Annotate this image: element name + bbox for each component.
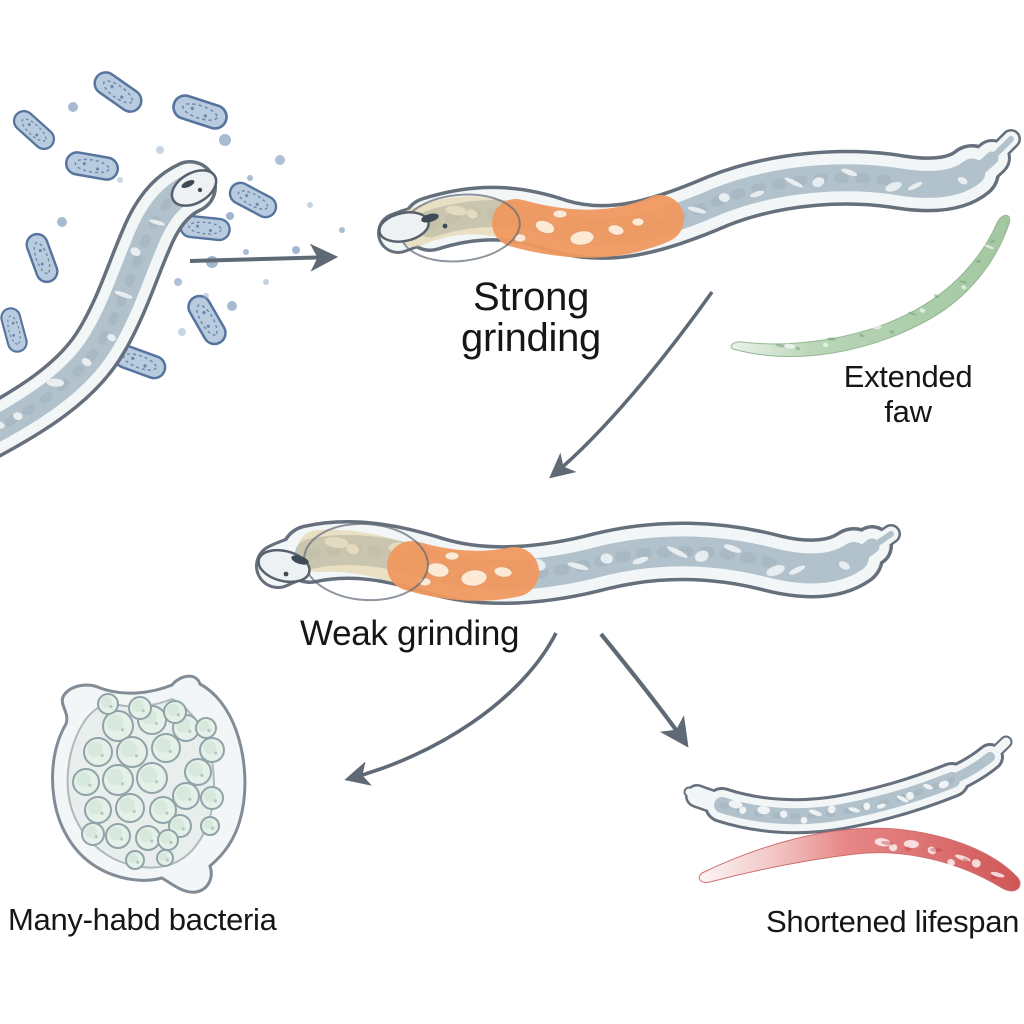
label-strong-grinding: Strong grinding (461, 275, 601, 361)
bacterium-cell-icon (156, 849, 174, 867)
bacteria-dot-icon (227, 301, 237, 311)
bacterium-cell-icon (163, 700, 187, 724)
bacteria-dot-icon (339, 227, 345, 233)
extended-lifespan-worm (730, 214, 1011, 357)
bacterium-cell-icon (115, 793, 145, 823)
bacterium-cell-icon (199, 737, 225, 763)
label-weak-grinding: Weak grinding (300, 614, 520, 653)
bacteria-filled-gut (51, 674, 247, 894)
bacteria-dot-icon (226, 212, 234, 220)
bacteria-dot-icon (219, 134, 231, 146)
label-extended-line2: faw (884, 393, 932, 429)
bacterium-cell-icon (136, 762, 168, 794)
bacterium-rod-icon (0, 307, 28, 353)
bacteria-dot-icon (307, 202, 313, 208)
bacterium-cell-icon (149, 796, 177, 824)
bacterium-cell-icon (72, 768, 100, 796)
bacterium-cell-icon (157, 829, 179, 851)
bacterium-cell-icon (83, 737, 113, 767)
bacteria-dot-icon (57, 217, 67, 227)
bacterium-rod-icon (113, 344, 167, 380)
worm-head (170, 169, 218, 207)
bacterium-cell-icon (135, 825, 161, 851)
shortened-lifespan-highlight (698, 827, 1021, 892)
bacterium-rod-icon (64, 151, 120, 181)
bacteria-dot-icon (68, 102, 78, 112)
bacteria-dot-icon (203, 293, 209, 299)
bacterium-rod-icon (93, 71, 143, 113)
label-many-bacteria: Many-habd bacteria (8, 902, 277, 937)
label-shortened-lifespan: Shortened lifespan (766, 904, 1020, 939)
bacterium-cell-icon (102, 764, 134, 796)
bacterium-cell-icon (105, 823, 131, 849)
bacterium-cell-icon (172, 782, 200, 810)
green-worm-silhouette (730, 214, 1011, 357)
weak-to-lifespan-arrow (599, 632, 689, 748)
bacterium-cell-icon (84, 796, 112, 824)
bacteria-dot-icon (174, 278, 182, 286)
bacterium-cell-icon (116, 736, 148, 768)
label-strong-line1: Strong (472, 275, 590, 319)
bacterium-rod-icon (172, 94, 228, 130)
bacteria-dot-icon (178, 328, 186, 336)
label-strong-line2: grinding (461, 316, 601, 361)
bacteria-dot-icon (275, 155, 285, 165)
bacterium-cell-icon (200, 786, 224, 810)
bacterium-cell-icon (81, 822, 105, 846)
red-worm-silhouette (698, 827, 1021, 892)
bacterium-cell-icon (151, 733, 181, 763)
label-extended-lifespan: Extended faw (843, 359, 973, 429)
weak-grinding-worm (255, 520, 901, 606)
bacterium-cell-icon (195, 717, 217, 739)
bacteria-dot-icon (243, 249, 249, 255)
bacterium-cell-icon (128, 696, 152, 720)
bacterium-cell-icon (97, 693, 119, 715)
feeding-arrow (189, 243, 339, 272)
bacterium-cell-icon (102, 710, 134, 742)
bacteria-dot-icon (117, 177, 123, 183)
bacteria-dot-icon (156, 146, 164, 154)
bacterium-rod-icon (25, 232, 59, 284)
bacterium-rod-icon (187, 294, 227, 346)
bacteria-dot-icon (247, 175, 253, 181)
strong-grinding-worm (377, 129, 1021, 263)
bacteria-eating-worm (0, 160, 218, 458)
bacterium-cell-icon (184, 758, 212, 786)
bacterium-cell-icon (125, 850, 145, 870)
bacteria-dot-icon (292, 246, 300, 254)
bacterium-rod-icon (228, 181, 278, 219)
bacteria-dot-icon (263, 279, 269, 285)
bacteria-cells (72, 693, 225, 870)
bacterium-rod-icon (12, 109, 56, 151)
bacterium-cell-icon (200, 816, 220, 836)
label-extended-line1: Extended (843, 359, 973, 394)
strong-outcome-arrow (549, 290, 714, 479)
weak-to-bacteria-arrow (344, 632, 558, 786)
shortened-lifespan-worm (683, 735, 1013, 835)
